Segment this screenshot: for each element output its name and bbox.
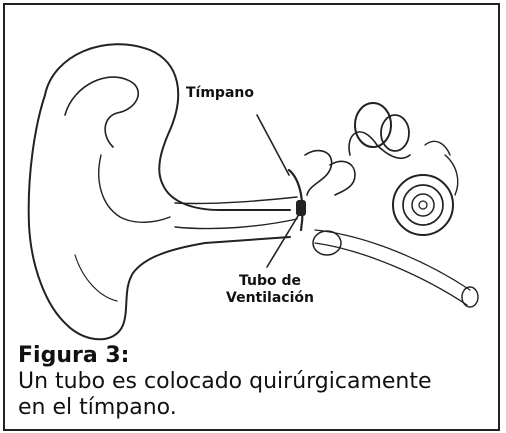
ear-lobe-shadow — [75, 255, 117, 301]
tympanum-label: Tímpano — [165, 85, 275, 102]
ossicles — [305, 151, 355, 195]
figure-caption: Figura 3: Un tubo es colocado quirúrgica… — [18, 343, 488, 421]
cochlea — [393, 175, 453, 235]
tympanum-pointer — [257, 115, 289, 175]
figure-frame: Tímpano Tubo de Ventilación Figura 3: Un… — [3, 3, 500, 431]
ventilation-tube-label-line2: Ventilación — [205, 290, 335, 307]
caption-title: Figura 3: — [18, 343, 488, 369]
caption-text-line1: Un tubo es colocado quirúrgicamente — [18, 369, 488, 395]
ventilation-tube-label: Tubo de Ventilación — [205, 273, 335, 307]
tympanum-label-text: Tímpano — [186, 85, 254, 101]
ear-inner-fold — [65, 77, 138, 147]
semicircular-canal-2 — [381, 115, 409, 151]
ear-canal-lower — [175, 219, 297, 229]
caption-text-line2: en el tímpano. — [18, 395, 488, 421]
ventilation-tube — [296, 200, 306, 216]
ventilation-tube-label-line1: Tubo de — [205, 273, 335, 290]
eustachian-tube-upper — [315, 230, 470, 290]
ear-canal-upper — [175, 197, 297, 204]
